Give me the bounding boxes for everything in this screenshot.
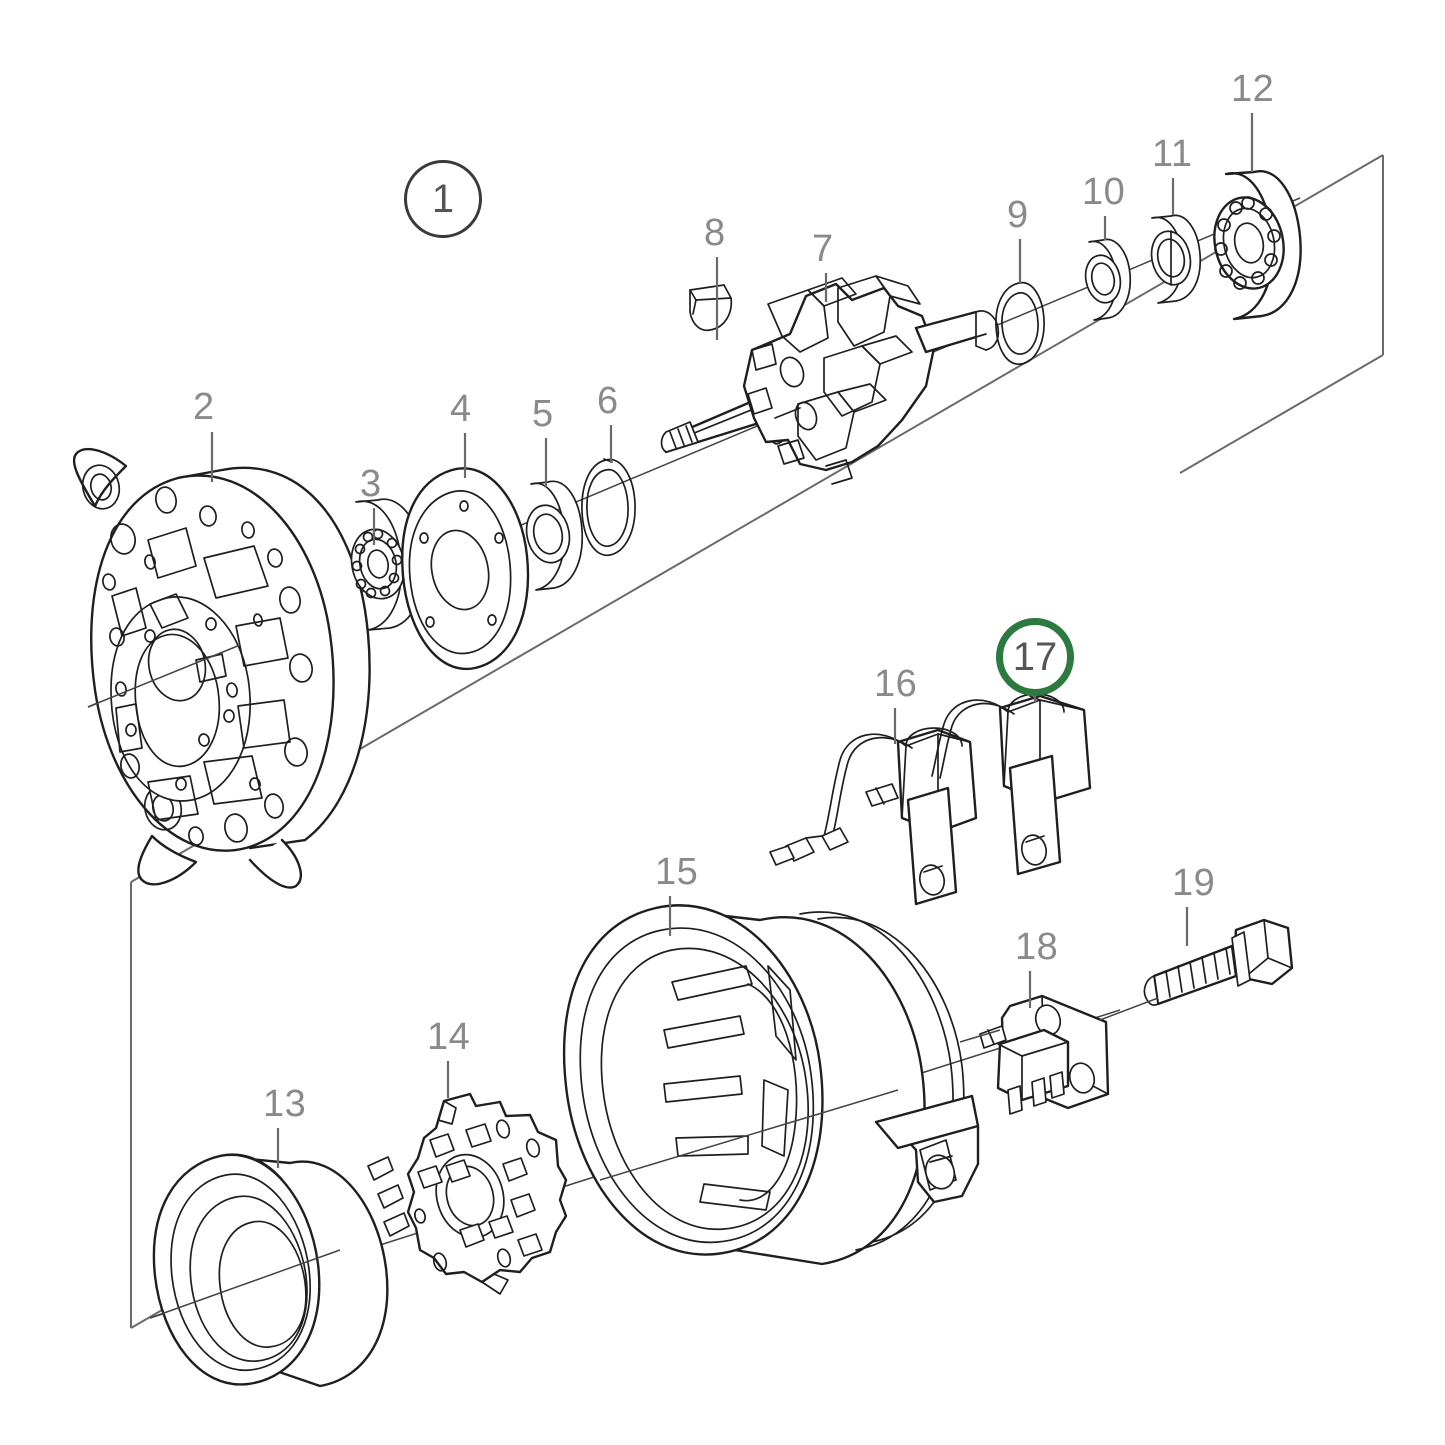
- part-label-3: 3: [360, 463, 382, 505]
- part-8-woodruff-key: [689, 284, 733, 332]
- part-19-hex-flange-bolt: [1099, 918, 1294, 1021]
- part-12-rear-ball-bearing: [1213, 170, 1302, 321]
- part-11-bearing-seal-ring: [1150, 214, 1202, 304]
- part-17-brush-holder-highlighted: [931, 693, 1092, 876]
- callout-circle-1[interactable]: 1: [404, 160, 482, 238]
- part-label-18: 18: [1015, 926, 1059, 968]
- part-2-drive-end-housing: [72, 447, 371, 889]
- part-4-bearing-retainer-plate: [401, 467, 530, 671]
- part-label-11: 11: [1152, 133, 1193, 175]
- part-7-rotor-assembly: [660, 275, 1000, 485]
- part-label-14: 14: [427, 1016, 471, 1058]
- part-9-o-ring: [995, 281, 1045, 365]
- part-label-8: 8: [704, 212, 726, 254]
- part-label-13: 13: [263, 1083, 307, 1125]
- part-16-brush-holder: [769, 727, 978, 906]
- part-label-16: 16: [874, 663, 918, 705]
- part-15-stator-housing: [562, 904, 980, 1266]
- callout-circle-17-highlighted[interactable]: 17: [996, 618, 1074, 696]
- part-label-2: 2: [193, 386, 215, 428]
- leader-lines: [210, 113, 1254, 1168]
- part-label-4: 4: [450, 388, 472, 430]
- part-label-9: 9: [1007, 194, 1029, 236]
- part-label-19: 19: [1172, 862, 1216, 904]
- part-10-flat-washer: [1084, 238, 1132, 321]
- part-label-5: 5: [532, 393, 554, 435]
- part-14-rectifier-diode-plate: [406, 1092, 568, 1295]
- part-label-15: 15: [655, 851, 699, 893]
- part-5-spacer-collar: [525, 480, 584, 591]
- part-label-6: 6: [597, 380, 619, 422]
- part-label-10: 10: [1082, 171, 1126, 213]
- part-13-slip-ring-cover: [149, 1153, 410, 1388]
- part-6-snap-ring: [581, 458, 636, 557]
- part-label-12: 12: [1231, 68, 1275, 110]
- part-label-7: 7: [812, 228, 834, 270]
- part-18-voltage-regulator: [959, 994, 1110, 1115]
